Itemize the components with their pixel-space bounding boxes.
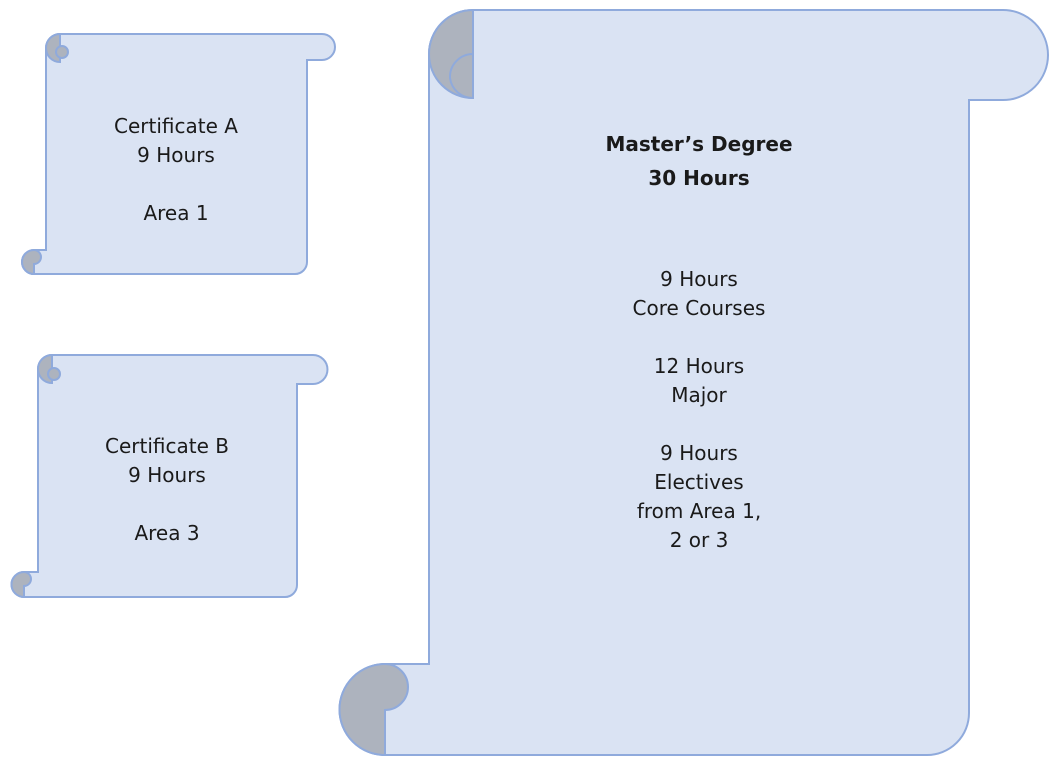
certificate-b-title: Certificate B <box>105 434 229 458</box>
major-label: Major <box>671 383 727 407</box>
certificate-b-bottom-curl <box>10 570 32 599</box>
certificate-a-scroll <box>21 32 336 276</box>
masters-heading: Master’s Degree 30 Hours <box>549 127 849 195</box>
certificate-b-scroll <box>10 353 329 599</box>
certificate-a-top-curl-dot <box>55 45 69 59</box>
elective-label: Electives <box>654 470 744 494</box>
masters-total-hours: 30 Hours <box>648 166 750 190</box>
certificate-a-area: Area 1 <box>143 201 209 225</box>
certificate-a-text: Certificate A 9 Hours Area 1 <box>66 112 286 228</box>
masters-breakdown: 9 Hours Core Courses 12 Hours Major 9 Ho… <box>549 265 849 555</box>
masters-scroll <box>338 8 1049 757</box>
masters-title: Master’s Degree <box>605 132 793 156</box>
certificate-a-bottom-curl <box>21 248 42 276</box>
major-hours: 12 Hours <box>653 354 745 378</box>
certificate-a-title: Certificate A <box>114 114 238 138</box>
certificate-b-text: Certificate B 9 Hours Area 3 <box>57 432 277 548</box>
core-hours: 9 Hours <box>660 267 738 291</box>
masters-top-curl-inner <box>448 52 474 100</box>
certificate-b-area: Area 3 <box>134 521 200 545</box>
masters-scroll-body <box>338 9 1049 756</box>
masters-bottom-curl <box>338 662 409 757</box>
certificate-a-hours: 9 Hours <box>137 143 215 167</box>
core-label: Core Courses <box>632 296 766 320</box>
elective-hours: 9 Hours <box>660 441 738 465</box>
elective-from-line2: 2 or 3 <box>669 528 729 552</box>
certificate-b-hours: 9 Hours <box>128 463 206 487</box>
elective-from-line1: from Area 1, <box>636 499 762 523</box>
certificate-b-top-curl-dot <box>47 367 61 381</box>
